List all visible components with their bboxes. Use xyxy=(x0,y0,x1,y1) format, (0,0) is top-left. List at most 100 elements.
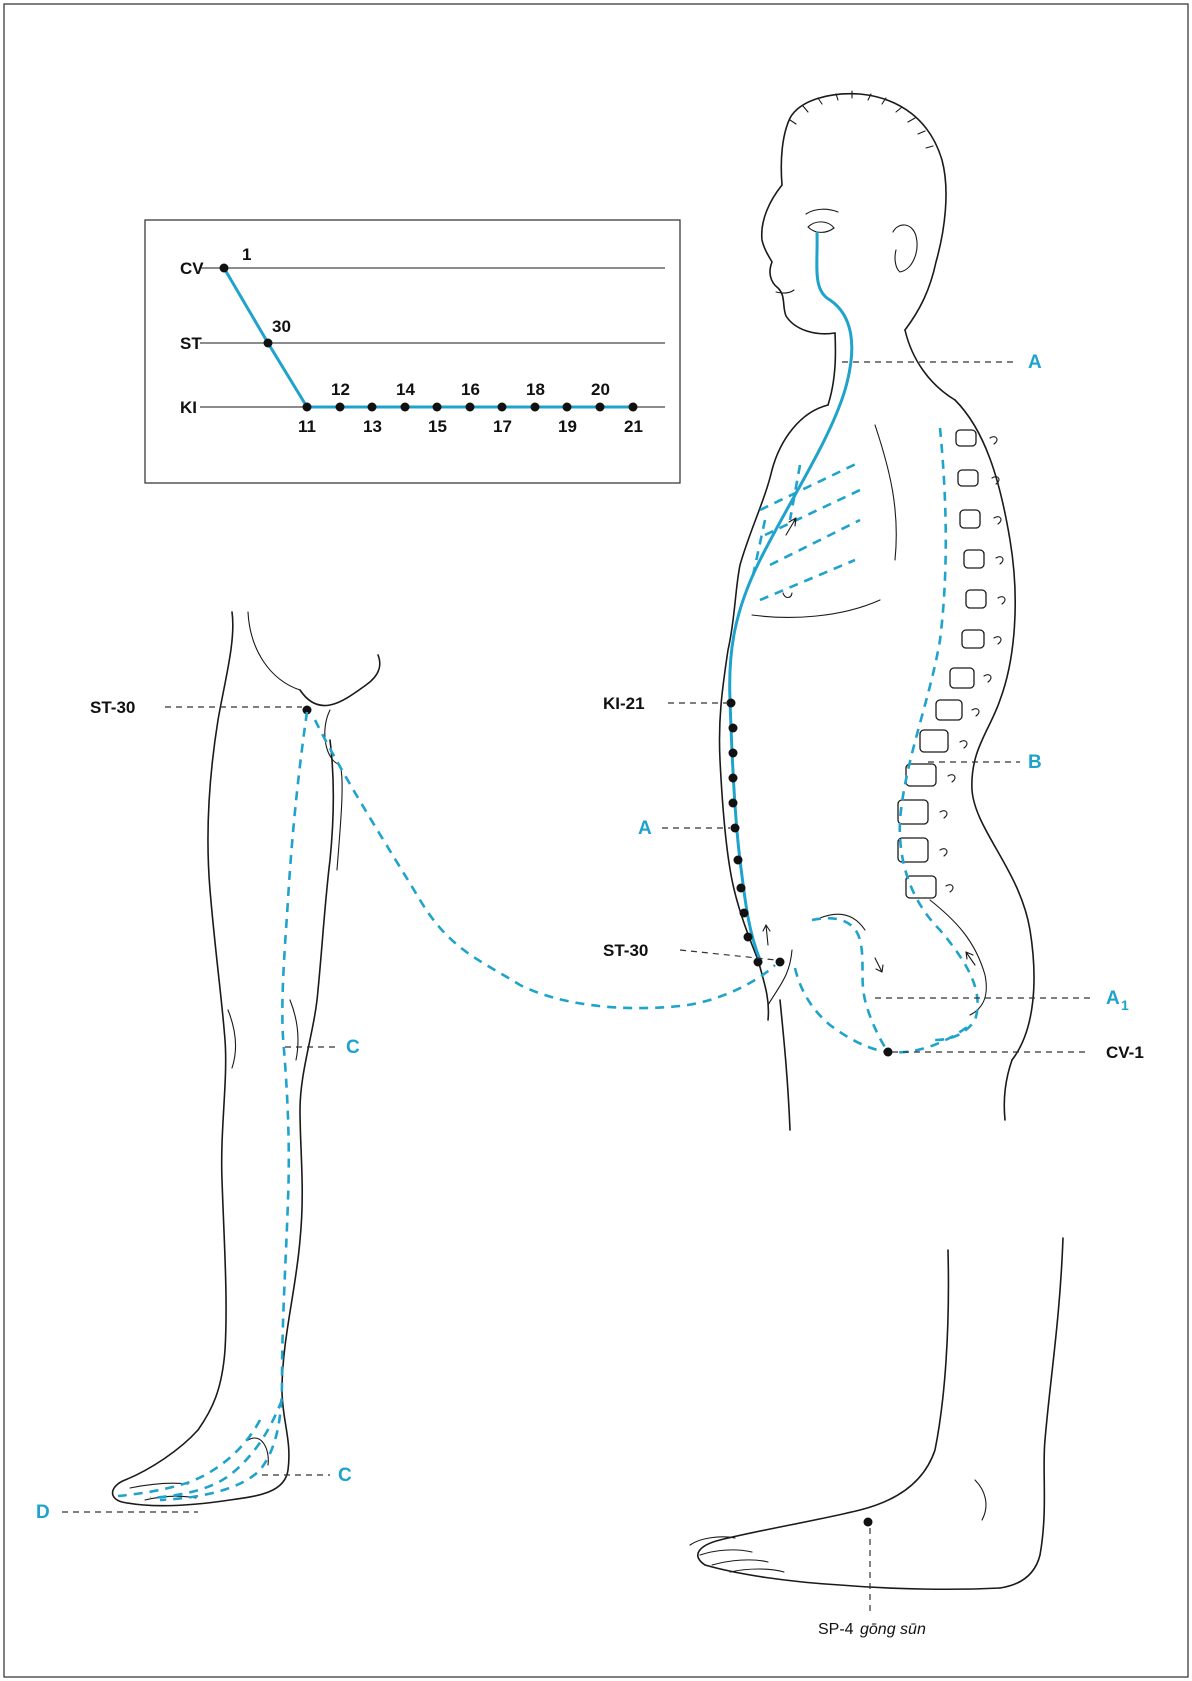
chest-branch-5 xyxy=(752,520,765,580)
channel-c-leg xyxy=(160,712,307,1500)
inset-point-cv1 xyxy=(220,264,229,273)
thigh-front xyxy=(780,1000,790,1130)
chest-line xyxy=(752,600,880,617)
vertebra xyxy=(960,510,980,528)
label-st30-body: ST-30 xyxy=(603,941,648,960)
inset-label-ki19: 19 xyxy=(558,417,577,436)
ki-point xyxy=(729,749,738,758)
leg-outer xyxy=(113,612,334,1506)
vertebra xyxy=(956,430,976,446)
channel-connector xyxy=(315,720,775,1008)
foot-sole xyxy=(705,1565,1000,1589)
st30-body-point xyxy=(776,958,785,967)
vertebra xyxy=(958,470,978,486)
label-a1: A xyxy=(1106,988,1120,1009)
label-d: D xyxy=(36,1502,50,1523)
arrow-icon xyxy=(875,958,883,972)
ki-row-label: KI xyxy=(180,398,197,417)
inset-label-ki20: 20 xyxy=(591,380,610,399)
inset-point-ki15 xyxy=(433,403,442,412)
inset-point-st30 xyxy=(264,339,273,348)
label-st30-leg: ST-30 xyxy=(90,698,135,717)
mouth-line xyxy=(776,290,794,293)
nipple-mark xyxy=(783,593,792,598)
vertebra xyxy=(962,630,984,648)
body-figure xyxy=(690,91,1063,1589)
torso-front xyxy=(719,405,828,960)
st-row-label: ST xyxy=(180,334,202,353)
inset-label-st30: 30 xyxy=(272,317,291,336)
chest-branch-4 xyxy=(760,560,855,600)
channel-b-spine xyxy=(900,428,978,1040)
inset-label-ki13: 13 xyxy=(363,417,382,436)
ki-point xyxy=(744,933,753,942)
channel-a1-loop xyxy=(812,918,888,1052)
arrow-icon xyxy=(966,952,975,965)
leader-st30-body xyxy=(680,950,776,960)
arm-line xyxy=(875,425,896,560)
inset-label-ki11: 11 xyxy=(298,417,316,436)
neck-back xyxy=(905,330,955,400)
inset-point-ki20 xyxy=(596,403,605,412)
arrow-icon xyxy=(786,518,796,535)
ki-point xyxy=(737,884,746,893)
ear-outline xyxy=(893,225,917,272)
inset-label-ki21: 21 xyxy=(624,417,643,436)
cv-row-label: CV xyxy=(180,259,204,278)
vertebra xyxy=(906,764,936,786)
ki-point xyxy=(740,909,749,918)
ki-point xyxy=(729,724,738,733)
label-ki21: KI-21 xyxy=(603,694,645,713)
inset-frame xyxy=(145,220,680,483)
label-c-ankle: C xyxy=(338,1465,352,1486)
arrow-icon xyxy=(763,925,770,945)
hip-crease xyxy=(820,914,865,930)
label-sp4-code: SP-4 xyxy=(818,1621,854,1638)
figure-frame xyxy=(4,4,1188,1677)
inset-label-ki12: 12 xyxy=(331,380,350,399)
leader-lines xyxy=(62,362,1090,1612)
ki-point xyxy=(734,856,743,865)
neck-front xyxy=(828,333,835,405)
vertebra xyxy=(966,590,986,608)
inset-label-ki17: 17 xyxy=(493,417,512,436)
brow-line xyxy=(806,209,838,214)
label-cv1: CV-1 xyxy=(1106,1043,1144,1062)
lower-leg-front xyxy=(698,1250,949,1565)
eye-outline xyxy=(808,222,834,233)
leg-hip xyxy=(248,612,300,690)
inset-label-ki14: 14 xyxy=(396,380,415,399)
sp4-point xyxy=(864,1518,873,1527)
buttock xyxy=(1004,1060,1012,1120)
label-a-abdomen: A xyxy=(638,818,652,839)
inset-point-ki14 xyxy=(401,403,410,412)
ki-point xyxy=(729,774,738,783)
hip-front xyxy=(758,960,768,1020)
ki-point xyxy=(729,799,738,808)
inset-channel-line xyxy=(224,268,635,407)
hair-texture xyxy=(790,91,933,148)
inset-point-ki13 xyxy=(368,403,377,412)
vertebra xyxy=(964,550,984,568)
toes xyxy=(690,1537,784,1572)
inset-label-ki15: 15 xyxy=(428,417,447,436)
inset-point-ki16 xyxy=(466,403,475,412)
label-sp4-name: gōng sūn xyxy=(860,1621,926,1638)
vertebra xyxy=(898,800,928,824)
knee-mark xyxy=(228,1000,298,1068)
label-c-leg: C xyxy=(346,1037,360,1058)
inset-label-cv1: 1 xyxy=(242,245,251,264)
ki-point xyxy=(731,824,740,833)
lower-leg-back xyxy=(1000,1238,1063,1588)
inset-label-ki18: 18 xyxy=(526,380,545,399)
inset-point-ki17 xyxy=(498,403,507,412)
spinous-processes xyxy=(940,437,1005,892)
inset-point-ki21 xyxy=(629,403,638,412)
inset-label-ki16: 16 xyxy=(461,380,480,399)
label-a1-subscript: 1 xyxy=(1121,997,1129,1013)
label-a-neck: A xyxy=(1028,352,1042,373)
inset-point-ki18 xyxy=(531,403,540,412)
inset-point-ki12 xyxy=(336,403,345,412)
head-outline xyxy=(762,94,946,334)
